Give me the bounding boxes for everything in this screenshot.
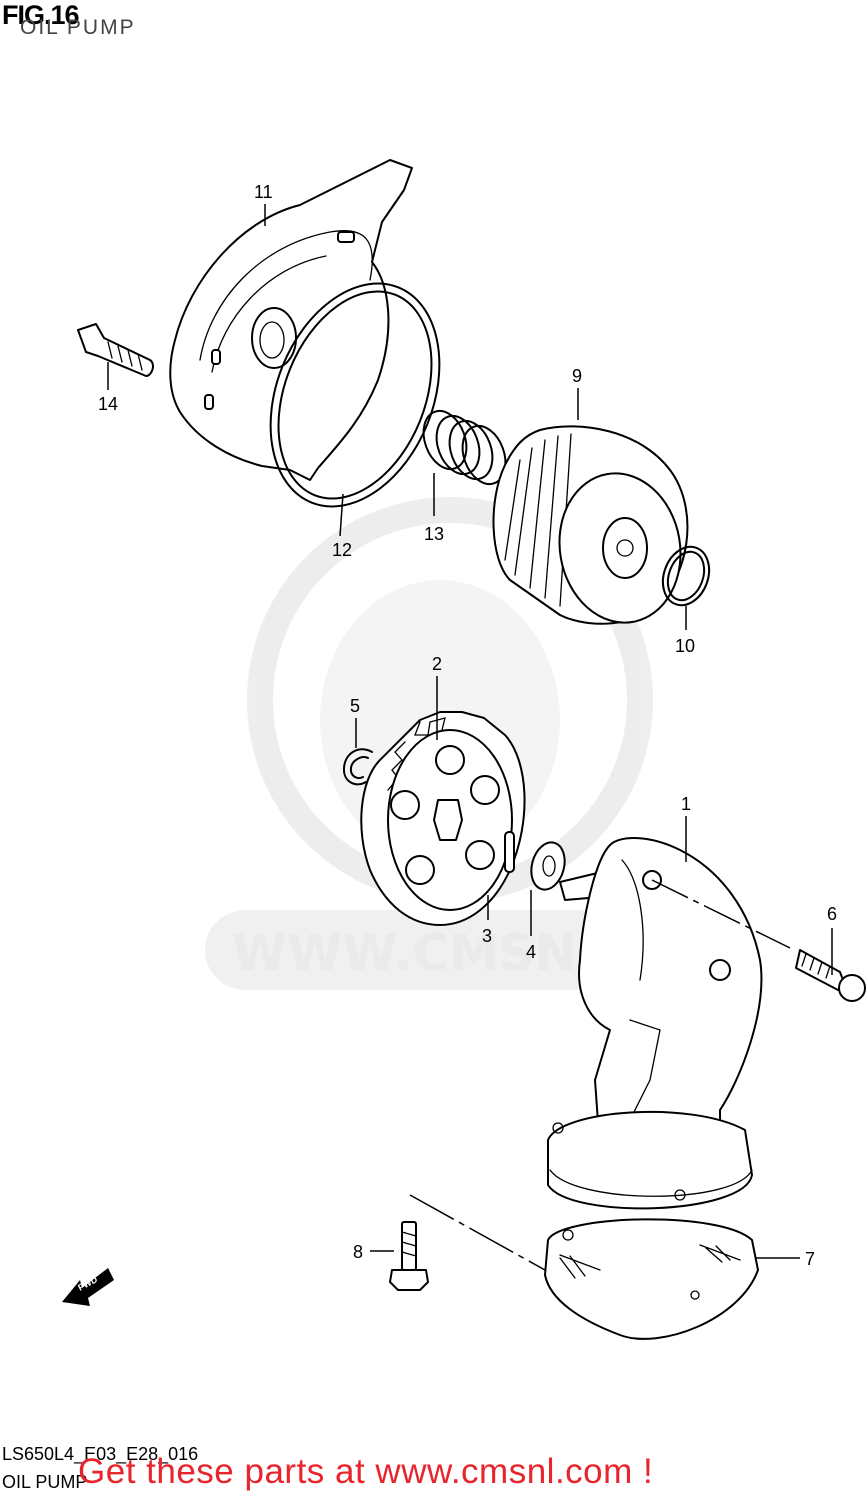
part-label-11[interactable]: 11 bbox=[254, 182, 273, 202]
o-ring-small bbox=[661, 545, 711, 607]
o-ring-large bbox=[269, 282, 441, 508]
part-label-13[interactable]: 13 bbox=[424, 524, 444, 544]
part-label-1[interactable]: 1 bbox=[681, 794, 691, 814]
part-label-14[interactable]: 14 bbox=[98, 394, 118, 414]
part-label-3[interactable]: 3 bbox=[482, 926, 492, 946]
leader-lines bbox=[107, 204, 833, 1271]
promo-link[interactable]: Get these parts at www.cmsnl.com ! bbox=[78, 1452, 654, 1491]
figure-title: FIG.16 bbox=[2, 0, 80, 30]
part-label-12[interactable]: 12 bbox=[332, 540, 352, 560]
diagram-reference-code: LS650L4_E03_E28_016 bbox=[2, 1444, 199, 1464]
part-label-7[interactable]: 7 bbox=[805, 1249, 815, 1269]
part-label-4[interactable]: 4 bbox=[526, 942, 536, 962]
part-label-6[interactable]: 6 bbox=[827, 904, 837, 924]
part-number-labels: 11 12 14 13 9 10 2 5 1 3 4 6 8 7 bbox=[98, 182, 837, 1269]
oil-pump-body bbox=[547, 837, 763, 1210]
oil-filter-cover bbox=[169, 159, 413, 481]
washer bbox=[530, 841, 566, 891]
circlip bbox=[342, 748, 373, 786]
part-label-2[interactable]: 2 bbox=[432, 654, 442, 674]
figure-subtitle: OIL PUMP bbox=[20, 16, 136, 39]
dowel-pin bbox=[504, 831, 515, 873]
part-label-5[interactable]: 5 bbox=[350, 696, 360, 716]
footer-title: OIL PUMP bbox=[2, 1472, 88, 1492]
oil-strainer bbox=[544, 1218, 759, 1340]
fwd-direction-arrow: FWD bbox=[62, 1268, 114, 1306]
cover-bolt bbox=[77, 323, 154, 377]
part-label-9[interactable]: 9 bbox=[572, 366, 582, 386]
oil-filter bbox=[492, 425, 689, 625]
spring bbox=[422, 409, 507, 486]
part-label-8[interactable]: 8 bbox=[353, 1242, 363, 1262]
pump-mounting-bolt-6 bbox=[795, 949, 866, 1002]
oil-pump-gear bbox=[360, 711, 526, 926]
pump-mounting-bolt-8 bbox=[389, 1221, 429, 1291]
part-label-10[interactable]: 10 bbox=[675, 636, 695, 656]
